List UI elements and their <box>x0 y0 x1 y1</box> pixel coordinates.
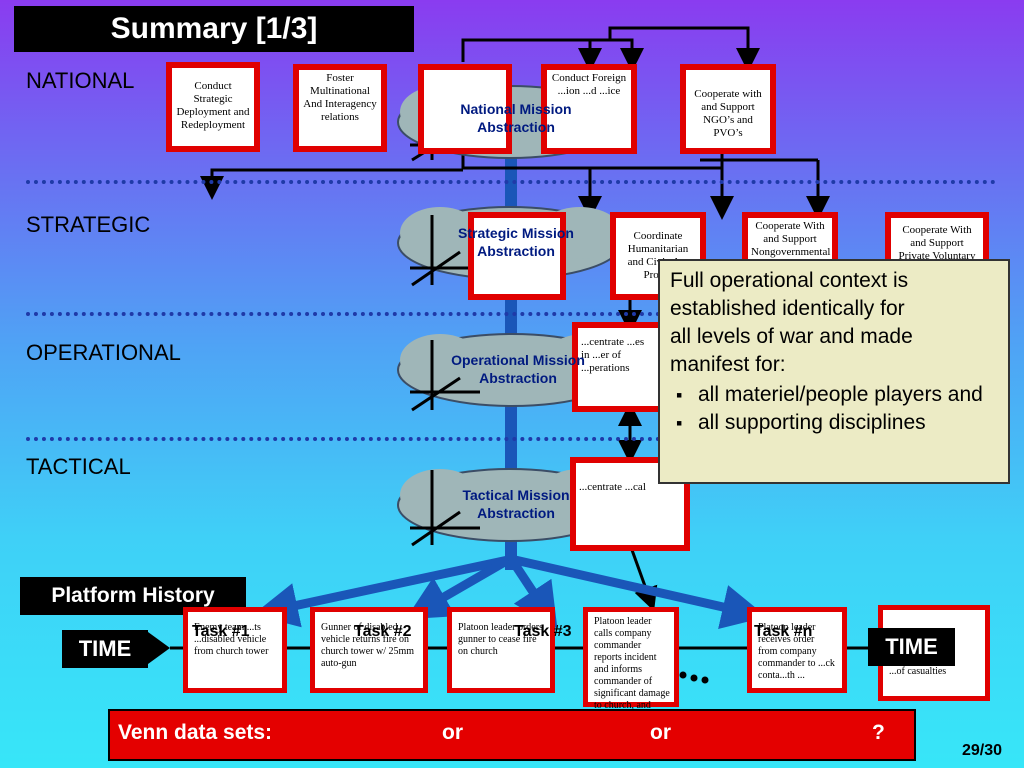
divider-2 <box>26 312 996 316</box>
task-card-national: Conduct Foreign ...ion ...d ...ice <box>541 64 637 154</box>
time-label-right: TIME <box>868 628 955 666</box>
divider-1 <box>26 180 996 184</box>
task-label-3: Task #3 <box>514 623 572 640</box>
callout-line: Full operational context is <box>670 269 909 292</box>
task-card-national: Foster Multinational And Interagency rel… <box>293 64 387 152</box>
level-strategic: STRATEGIC <box>26 212 151 237</box>
venn-question: ? <box>872 721 885 744</box>
task-code: SN 8.1.9 <box>724 138 760 149</box>
cloud-line: Abstraction <box>477 119 555 135</box>
history-text: Enemy team ...ts ...disabled vehicle fro… <box>194 622 269 657</box>
venn-bar: Venn data sets: or or ? <box>108 709 916 761</box>
cloud-label-operational: Operational Mission Abstraction <box>428 351 608 387</box>
callout-bullets: all materiel/people players and all supp… <box>670 381 998 437</box>
history-card: Platoon leader calls company commander r… <box>583 607 679 735</box>
ellipsis-dot <box>679 671 687 679</box>
task-code: SN 8 <box>299 136 320 147</box>
history-text: Platoon leader orders gunner to cease fi… <box>458 622 543 657</box>
task-text: ...centrate ...es in ...er of ...peratio… <box>581 336 645 374</box>
slide-title: Summary [1/3] <box>14 6 414 52</box>
history-card: Gunner of disabled vehicle returns fire … <box>310 607 428 693</box>
task-label-n: Task #n <box>754 623 813 640</box>
task-text: ...centrate ...cal <box>579 481 646 493</box>
callout-line: established identically for <box>670 297 905 320</box>
history-text: ...of casualties <box>889 666 947 677</box>
task-text: Conduct Foreign ...ion ...d ...ice <box>551 72 627 97</box>
task-card-national: Cooperate with and Support NGO’s and PVO… <box>680 64 776 154</box>
task-card-national <box>418 64 512 154</box>
cloud-line: National Mission <box>460 101 572 117</box>
task-label-1: Task #1 <box>192 623 250 640</box>
time-arrow-left <box>148 632 170 664</box>
task-text: Cooperate With and Support Nongovernment… <box>751 220 831 258</box>
callout-bullet: all materiel/people players and <box>676 381 998 409</box>
history-code: U-ART 4.5.1.1.1 <box>885 686 953 697</box>
callout-bullet: all supporting disciplines <box>676 409 998 437</box>
cloud-line: Tactical Mission <box>462 487 570 503</box>
task-card-operational: ...centrate ...es in ...er of ...peratio… <box>572 322 664 412</box>
task-code: OP 1.2.3 <box>582 396 617 407</box>
callout-line: manifest for: <box>670 353 786 376</box>
context-callout: Full operational context is established … <box>658 259 1010 484</box>
ellipsis-dot <box>701 676 709 684</box>
task-label-2: Task #2 <box>354 623 412 640</box>
history-card: Platoon leader receives order from compa… <box>747 607 847 693</box>
history-code: U-ART 1.2.6.1.1.2... <box>317 678 400 689</box>
cloud-label-tactical: Tactical Mission Abstraction <box>430 486 602 522</box>
cloud-line: Operational Mission <box>451 352 585 368</box>
task-text: Cooperate with and Support NGO’s and PVO… <box>694 88 762 139</box>
task-text: Foster Multinational And Interagency rel… <box>303 72 377 123</box>
cloud-line: Strategic Mission <box>458 225 574 241</box>
history-text: Gunner of disabled vehicle returns fire … <box>321 622 415 669</box>
task-code: SN 1 <box>172 136 193 147</box>
history-code: U-ART 1.2.6.1.1.4.1.1 <box>452 678 542 689</box>
history-card: Enemy team ...ts ...disabled vehicle fro… <box>183 607 287 693</box>
history-text: Platoon leader receives order from compa… <box>758 622 835 681</box>
history-card: Platoon leader orders gunner to cease fi… <box>447 607 555 693</box>
task-card-strategic: ST 8.1 <box>468 212 566 300</box>
cloud-label-national: National Mission Abstraction <box>430 100 602 136</box>
divider-3 <box>26 437 996 441</box>
ellipsis-dot <box>690 674 698 682</box>
history-code: U-ART 1.2... <box>198 678 251 689</box>
task-code: BTT 1.2.1 <box>580 535 622 546</box>
task-card-national: Conduct Strategic Deployment and Redeplo… <box>166 62 260 152</box>
task-text: Conduct Strategic Deployment and Redeplo… <box>176 80 250 131</box>
cloud-label-strategic: Strategic Mission Abstraction <box>430 224 602 260</box>
level-tactical: TACTICAL <box>26 454 131 479</box>
level-operational: OPERATIONAL <box>26 340 181 365</box>
cloud-line: Abstraction <box>479 370 557 386</box>
task-arrows <box>253 555 767 629</box>
venn-or: or <box>650 721 671 744</box>
cloud-line: Abstraction <box>477 243 555 259</box>
venn-label: Venn data sets: <box>118 721 273 744</box>
page-number: 29/30 <box>962 742 1003 759</box>
task-code: ST 8.1 <box>478 284 505 295</box>
level-national: NATIONAL <box>26 68 135 93</box>
task-code: ST 8.2.4 <box>618 284 652 295</box>
venn-or: or <box>442 721 463 744</box>
time-label-left: TIME <box>62 630 148 668</box>
task-text: Cooperate With and Support Private Volun… <box>898 224 976 262</box>
callout-line: all levels of war and made <box>670 325 913 348</box>
cloud-line: Abstraction <box>477 505 555 521</box>
